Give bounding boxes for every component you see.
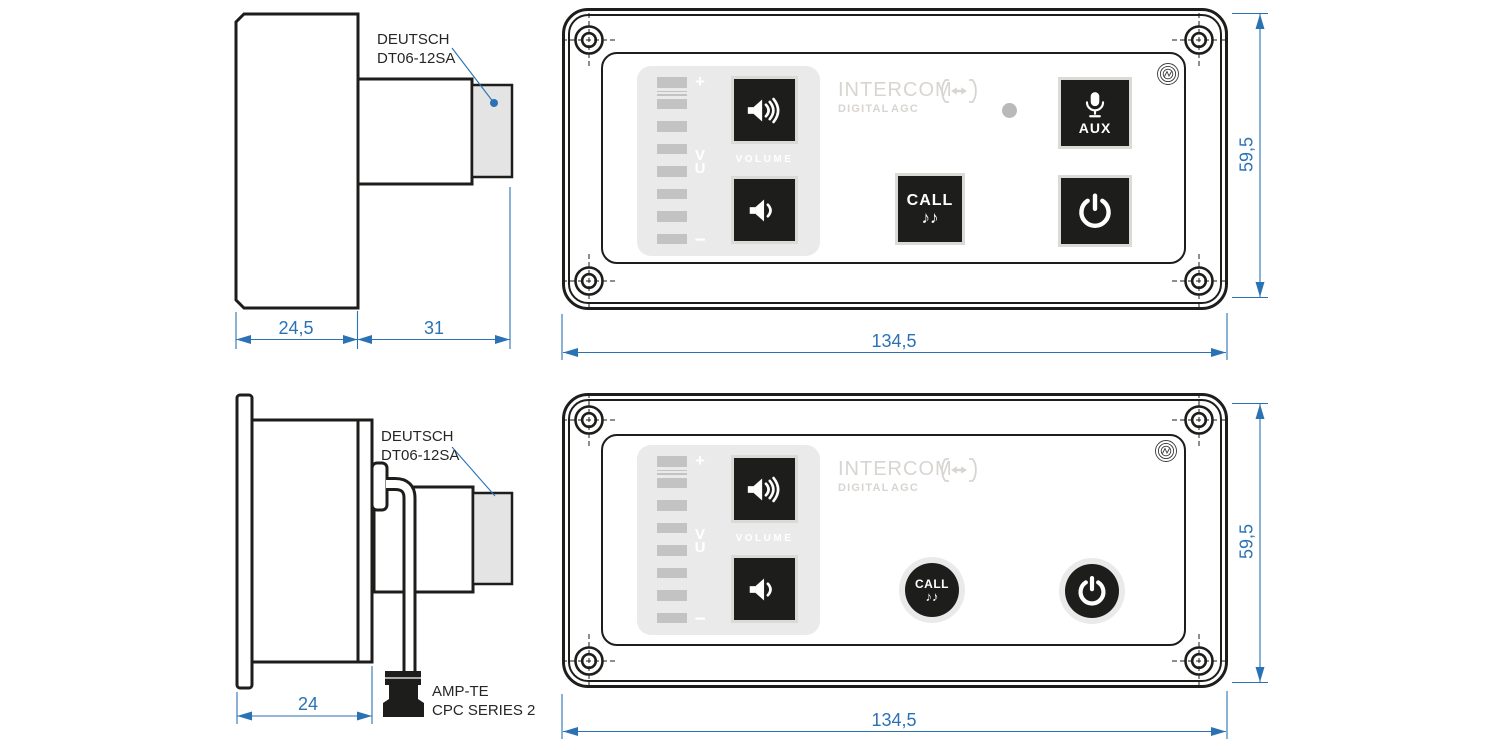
dim-panel-width-bottom: 134,5 <box>871 710 917 730</box>
aux-button: AUX <box>1058 77 1132 149</box>
dim-panel-width-top: 134,5 <box>871 331 917 351</box>
vu-bar <box>657 233 687 244</box>
speaker-loud-icon <box>747 97 779 123</box>
vu-bar-line <box>657 94 687 96</box>
deutsch-connector-label-bottom: DEUTSCH DT06-12SA <box>381 427 459 465</box>
power-button-round <box>1065 564 1119 618</box>
vu-bar <box>657 590 687 601</box>
power-icon <box>1079 193 1111 228</box>
label-line: DEUTSCH <box>381 428 454 445</box>
led-indicator <box>1002 103 1017 118</box>
dim-connector-depth-top: 31 <box>423 318 445 338</box>
vu-bar-line <box>657 473 687 475</box>
vu-bar <box>657 98 687 109</box>
speaker-soft-icon <box>749 199 772 221</box>
vu-u-label: U <box>694 160 706 177</box>
speaker-soft-icon <box>749 578 772 600</box>
music-notes-icon: ♪♪ <box>921 208 939 227</box>
vu-bar <box>657 545 687 556</box>
label-line: DEUTSCH <box>377 31 450 48</box>
vu-bar <box>657 500 687 511</box>
power-button <box>1058 175 1132 247</box>
label-line: CPC SERIES 2 <box>432 702 536 719</box>
volume-up-button <box>731 455 798 523</box>
volume-label: VOLUME <box>735 154 794 165</box>
brand-sub-digital: DIGITAL <box>838 103 890 115</box>
brand-sub-agc: AGC <box>891 482 920 494</box>
vu-bar <box>657 477 687 488</box>
side-bottom-body <box>250 418 360 664</box>
vu-volume-cluster-top: + V U − VOLUME <box>637 66 820 256</box>
volume-label: VOLUME <box>735 533 794 544</box>
microphone-icon <box>1085 92 1105 118</box>
volume-up-button <box>731 76 798 144</box>
vu-plus-label: + <box>695 72 705 91</box>
side-view-top <box>234 12 514 310</box>
volume-down-button <box>731 555 798 623</box>
cable-outline <box>386 477 417 671</box>
amp-connector-label: AMP-TE CPC SERIES 2 <box>432 682 535 720</box>
side-bottom-deutsch-connector <box>471 491 514 586</box>
label-line: DT06-12SA <box>381 447 460 464</box>
vu-bar <box>657 188 687 199</box>
side-top-housing <box>356 77 474 186</box>
aux-button-label: AUX <box>1078 120 1112 136</box>
volume-down-button <box>731 176 798 244</box>
vu-bar <box>657 456 687 467</box>
call-button-round: CALL ♪♪ <box>905 563 959 617</box>
brand-sub-digital: DIGITAL <box>838 482 890 494</box>
vu-u-label: U <box>694 539 706 556</box>
side-top-deutsch-connector <box>470 83 514 179</box>
side-bottom-flange <box>235 393 254 690</box>
deutsch-connector-label-top: DEUTSCH DT06-12SA <box>377 30 455 68</box>
intercom-brackets-icon <box>941 458 977 482</box>
vu-bar-line <box>657 469 687 472</box>
side-view-bottom <box>235 393 514 717</box>
vu-bar <box>657 77 687 88</box>
vu-bar <box>657 522 687 533</box>
call-button-label: CALL <box>906 192 954 209</box>
vu-bar <box>657 567 687 578</box>
vu-minus-label: − <box>694 609 706 630</box>
dim-panel-height-top: 59,5 <box>1236 136 1257 173</box>
power-button-halo <box>1059 558 1125 624</box>
speaker-loud-icon <box>747 476 779 502</box>
vu-bar <box>657 211 687 222</box>
dim-panel-height-bottom: 59,5 <box>1236 523 1257 560</box>
call-button-halo: CALL ♪♪ <box>899 557 965 623</box>
side-bottom-housing <box>372 485 475 594</box>
vu-volume-cluster-bottom: + V U − VOLUME <box>637 445 820 635</box>
call-button: CALL ♪♪ <box>895 173 965 245</box>
leader-line-deutsch-top <box>451 47 495 104</box>
leader-dot <box>490 99 498 107</box>
side-bottom-backplate <box>356 418 374 664</box>
dim-body-depth-top: 24,5 <box>278 318 314 338</box>
power-icon <box>1078 575 1106 606</box>
vu-bar <box>657 121 687 132</box>
call-button-label: CALL <box>915 576 949 591</box>
vu-bar <box>657 612 687 623</box>
label-line: DT06-12SA <box>377 50 456 67</box>
music-notes-icon: ♪♪ <box>925 588 939 604</box>
vu-minus-label: − <box>694 230 706 251</box>
label-line: AMP-TE <box>432 683 489 700</box>
brand-sub-agc: AGC <box>891 103 920 115</box>
amp-cpc-connector <box>383 671 424 717</box>
cable-core <box>386 480 414 671</box>
vu-bar <box>657 143 687 154</box>
vu-bar-line <box>657 90 687 93</box>
intercom-brackets-icon <box>941 79 977 103</box>
vu-plus-label: + <box>695 451 705 470</box>
side-bottom-cable-stub <box>370 461 389 512</box>
side-top-body <box>234 12 360 310</box>
vu-bar <box>657 166 687 177</box>
dim-body-depth-bottom: 24 <box>297 694 319 714</box>
